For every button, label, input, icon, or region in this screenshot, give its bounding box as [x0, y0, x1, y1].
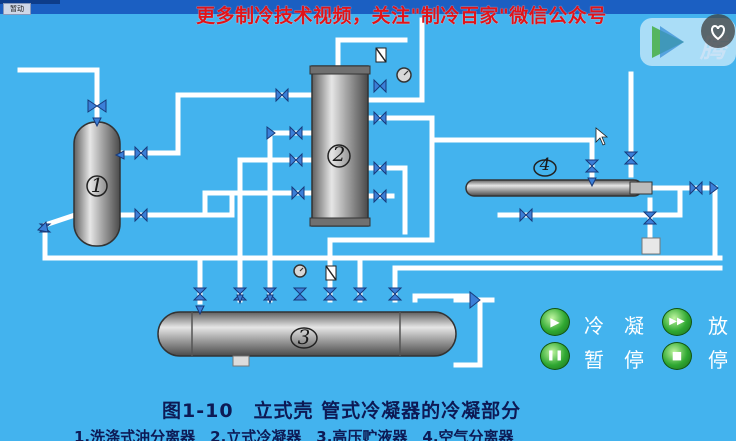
flow-arrow-recv-3: [195, 305, 205, 316]
air-separator-end-cap: [629, 181, 653, 195]
receiver-valve-1[interactable]: [192, 287, 208, 301]
discharge-label[interactable]: 放: [708, 314, 728, 338]
condenser-side-valve-3[interactable]: [291, 185, 305, 201]
receiver-bypass-pipe: [453, 297, 483, 368]
condenser-inlet-valve[interactable]: [275, 87, 289, 103]
window-titlebar: [0, 0, 736, 14]
discharge-button[interactable]: ▶▶: [662, 308, 692, 336]
flow-arrows: [36, 117, 719, 316]
oil-return-pipe: [42, 211, 723, 261]
gauges: [293, 67, 412, 278]
to-air-separator-pipe: [429, 137, 595, 183]
air-separator-number: 4: [539, 155, 551, 175]
oil-sep-side-pipe: [115, 190, 315, 218]
favorite-button[interactable]: [701, 14, 735, 48]
fast-forward-icon: ▶▶: [669, 316, 685, 327]
inlet-valve[interactable]: [87, 99, 107, 113]
flow-arrow-return: [709, 181, 719, 195]
flow-arrow-cond-1: [266, 126, 276, 140]
receiver-valve-5[interactable]: [322, 287, 338, 301]
menu-strip: [0, 0, 60, 4]
condenser-number-ring: [327, 144, 351, 168]
flow-arrow-recv-2: [266, 294, 274, 305]
air-sep-vent-valve[interactable]: [623, 151, 639, 165]
discharge-inlet-pipe: [17, 67, 100, 128]
pause-menu-button[interactable]: 暂动: [3, 3, 31, 15]
air-sep-outlet-valve[interactable]: [689, 180, 703, 196]
safety-valves: [325, 47, 387, 281]
air-sep-lower-valve[interactable]: [519, 207, 533, 223]
condenser-top-flange: [309, 65, 371, 75]
receiver-number-ring: [290, 327, 318, 349]
pause-button[interactable]: ❚❚: [540, 342, 570, 370]
vent-pipe: [365, 17, 425, 103]
condenser-shell: [311, 65, 369, 227]
oil-separator-number: 1: [90, 173, 104, 197]
play-icon: ▶: [550, 315, 560, 329]
flow-arrow-recv-1: [236, 294, 244, 305]
air-separator: [465, 159, 661, 255]
figure-caption: 图1-10 立式壳 管式冷凝器的冷凝部分: [162, 400, 522, 422]
oil-sep-lower-valve[interactable]: [134, 207, 148, 223]
flow-arrow-oil-return: [36, 220, 49, 233]
receiver-top-pipe: [412, 293, 473, 303]
drain-valve[interactable]: [642, 211, 658, 225]
pause-label[interactable]: 暂 停: [584, 348, 644, 372]
oil-sep-outlet-valve[interactable]: [134, 145, 148, 161]
oil-sep-branch-pipe: [202, 192, 235, 218]
receiver-valve-4[interactable]: [292, 287, 308, 301]
condense-label[interactable]: 冷 凝: [584, 314, 644, 338]
condenser-outlet-valve-1[interactable]: [373, 110, 387, 126]
figure-legend: 1.洗涤式油分离器 2.立式冷凝器 3.高压贮液器 4.空气分离器: [74, 428, 514, 441]
air-separator-shell: [465, 179, 643, 197]
condenser-side-valve-2[interactable]: [289, 152, 303, 168]
receiver-number: 3: [297, 325, 311, 349]
receiver: [157, 311, 457, 367]
condenser-outlet-valve-3[interactable]: [373, 188, 387, 204]
vertical-condenser: [309, 65, 371, 227]
stop-button[interactable]: ■: [662, 342, 692, 370]
pause-icon: ❚❚: [546, 350, 564, 361]
play-logo-icon: [652, 26, 684, 58]
condenser-outlet-valve-2[interactable]: [373, 160, 387, 176]
stop-label[interactable]: 停: [708, 348, 728, 372]
air-sep-inlet-valve[interactable]: [584, 159, 600, 173]
receiver-valve-7[interactable]: [387, 287, 403, 301]
flow-arrow-inlet: [92, 117, 102, 128]
air-separator-lower-pipe: [497, 185, 683, 218]
receiver-valve-6[interactable]: [352, 287, 368, 301]
stop-icon: ■: [671, 349, 683, 362]
receiver-shell: [157, 311, 457, 357]
flow-arrow-bypass: [469, 290, 481, 310]
condenser-side-valve-1[interactable]: [289, 125, 303, 141]
condenser-liquid-pipe-1: [327, 115, 435, 303]
air-separator-number-ring: [533, 159, 557, 177]
flow-arrow-air-sep: [587, 177, 597, 188]
receiver-drain-boss: [232, 355, 250, 367]
flow-arrow-oil-sep: [114, 150, 125, 160]
condenser-top-pipe: [335, 37, 408, 69]
condense-play-button[interactable]: ▶: [540, 308, 570, 336]
condenser-number: 2: [332, 142, 346, 166]
heart-icon: [711, 24, 725, 41]
watermark-banner: 更多制冷技术视频，关注"制冷百家"微信公众号: [196, 5, 607, 27]
oil-sep-to-condenser-pipe: [115, 92, 315, 156]
condenser-bottom-flange: [309, 217, 371, 227]
mouse-cursor: [595, 127, 609, 146]
collector-bottle: [641, 237, 661, 255]
oil-separator-number-ring: [86, 175, 108, 197]
condenser-vent-valve[interactable]: [373, 78, 387, 94]
